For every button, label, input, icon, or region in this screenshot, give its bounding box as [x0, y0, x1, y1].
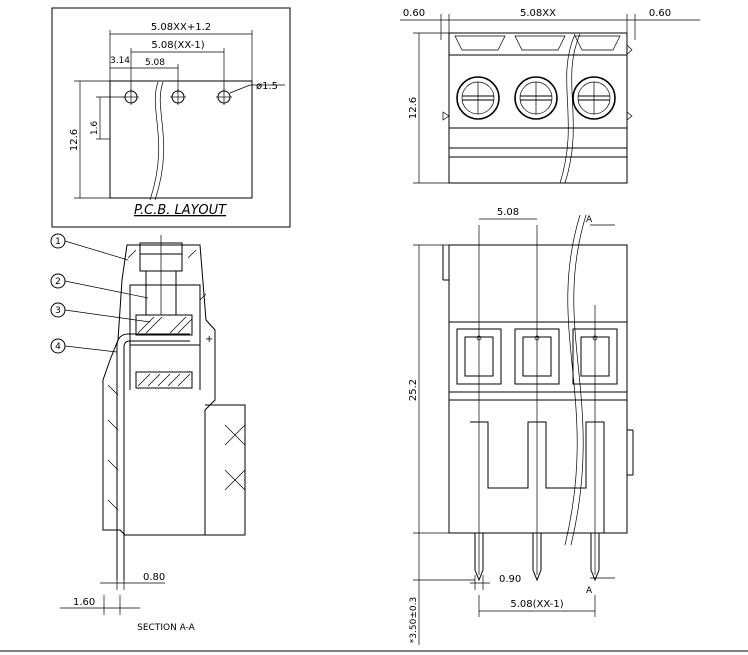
- dim-pitch-span: 5.08(XX-1): [151, 40, 204, 51]
- section-screw: [139, 235, 183, 320]
- screw-head-3: [572, 76, 616, 120]
- dim-pin-thickness: 0.80: [143, 572, 165, 583]
- dim-top-width: 5.08XX: [520, 8, 556, 19]
- section-view: + 1 2 3 4 0.80: [50, 233, 246, 633]
- dim-offset: 1.60: [73, 597, 95, 608]
- dim-edge: 3.14: [110, 56, 130, 66]
- svg-text:2: 2: [55, 277, 61, 287]
- section-pin: [116, 333, 190, 580]
- screw-head-2: [514, 76, 558, 120]
- svg-text:1: 1: [55, 237, 61, 247]
- callout-3: 3: [50, 302, 151, 323]
- dim-overall-width: 5.08XX+1.2: [151, 22, 211, 33]
- dim-front-pitch-span: 5.08(XX-1): [510, 599, 563, 610]
- callout-4: 4: [50, 338, 118, 354]
- callout-1: 1: [50, 233, 129, 261]
- front-view-body: [448, 244, 628, 534]
- dim-pcb-height: 12.6: [69, 129, 80, 151]
- pcb-hole-3: [216, 89, 232, 105]
- pcb-layout-title: P.C.B. LAYOUT: [134, 203, 227, 218]
- screw-head-1: [456, 76, 500, 120]
- pin-3: [590, 305, 600, 582]
- break-line: [154, 81, 165, 201]
- pcb-outline: [109, 80, 253, 199]
- svg-text:4: 4: [55, 342, 61, 352]
- dim-top-left: 0.60: [403, 8, 425, 19]
- top-view: 0.60 5.08XX 0.60 12.6: [400, 8, 700, 184]
- break-line: [149, 81, 160, 201]
- section-mark-top: A: [586, 215, 593, 225]
- callout-2: 2: [50, 273, 149, 299]
- front-view: A A 5.08 25.2 0.90 5.08(XX-1) *3.50±0.3: [408, 207, 634, 645]
- top-view-body: [448, 32, 628, 184]
- section-mark-bottom: A: [586, 586, 593, 596]
- pcb-layout-panel: 5.08XX+1.2 5.08(XX-1) 3.14 5.08 ø1.5 12.…: [51, 7, 291, 228]
- dim-pin-width: 0.90: [499, 574, 521, 585]
- dim-hole-offset: 1.6: [90, 121, 100, 136]
- pin-1: [474, 225, 484, 582]
- dim-front-pitch: 5.08: [497, 207, 519, 218]
- section-caption: SECTION A-A: [137, 623, 196, 633]
- pin-2: [532, 225, 542, 582]
- pcb-hole-1: [123, 89, 139, 105]
- dim-pitch: 5.08: [145, 58, 165, 68]
- dim-top-right: 0.60: [649, 8, 671, 19]
- dim-front-height: 25.2: [408, 379, 419, 401]
- section-clamp: [129, 314, 201, 390]
- pcb-hole-2: [170, 89, 186, 105]
- dim-pin-length: *3.50±0.3: [409, 597, 419, 643]
- pcb-layout-frame: [51, 7, 291, 228]
- dim-top-height: 12.6: [408, 97, 419, 119]
- svg-text:3: 3: [55, 306, 61, 316]
- plus-mark: +: [205, 334, 213, 345]
- dim-hole-diameter: ø1.5: [256, 81, 278, 92]
